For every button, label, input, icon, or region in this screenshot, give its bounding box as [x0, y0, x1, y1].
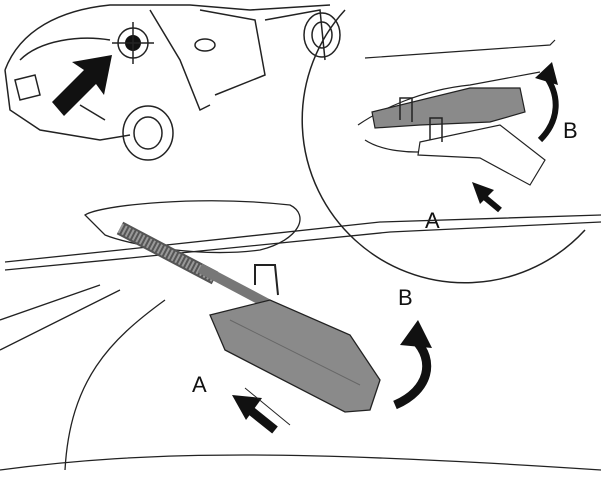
- pull-arrow-b-icon: [393, 320, 432, 410]
- main-view: [0, 200, 601, 471]
- detail-inset: [301, 9, 586, 284]
- release-cable: [116, 221, 273, 310]
- inset-label-b: B: [563, 118, 578, 143]
- location-arrow-icon: [52, 55, 112, 116]
- push-arrow-a-icon: [232, 387, 291, 434]
- main-label-a: A: [192, 372, 207, 397]
- hood-release-lever[interactable]: [209, 264, 381, 413]
- main-label-b: B: [398, 285, 413, 310]
- target-marker-icon: [112, 22, 154, 64]
- car-illustration: [4, 4, 341, 161]
